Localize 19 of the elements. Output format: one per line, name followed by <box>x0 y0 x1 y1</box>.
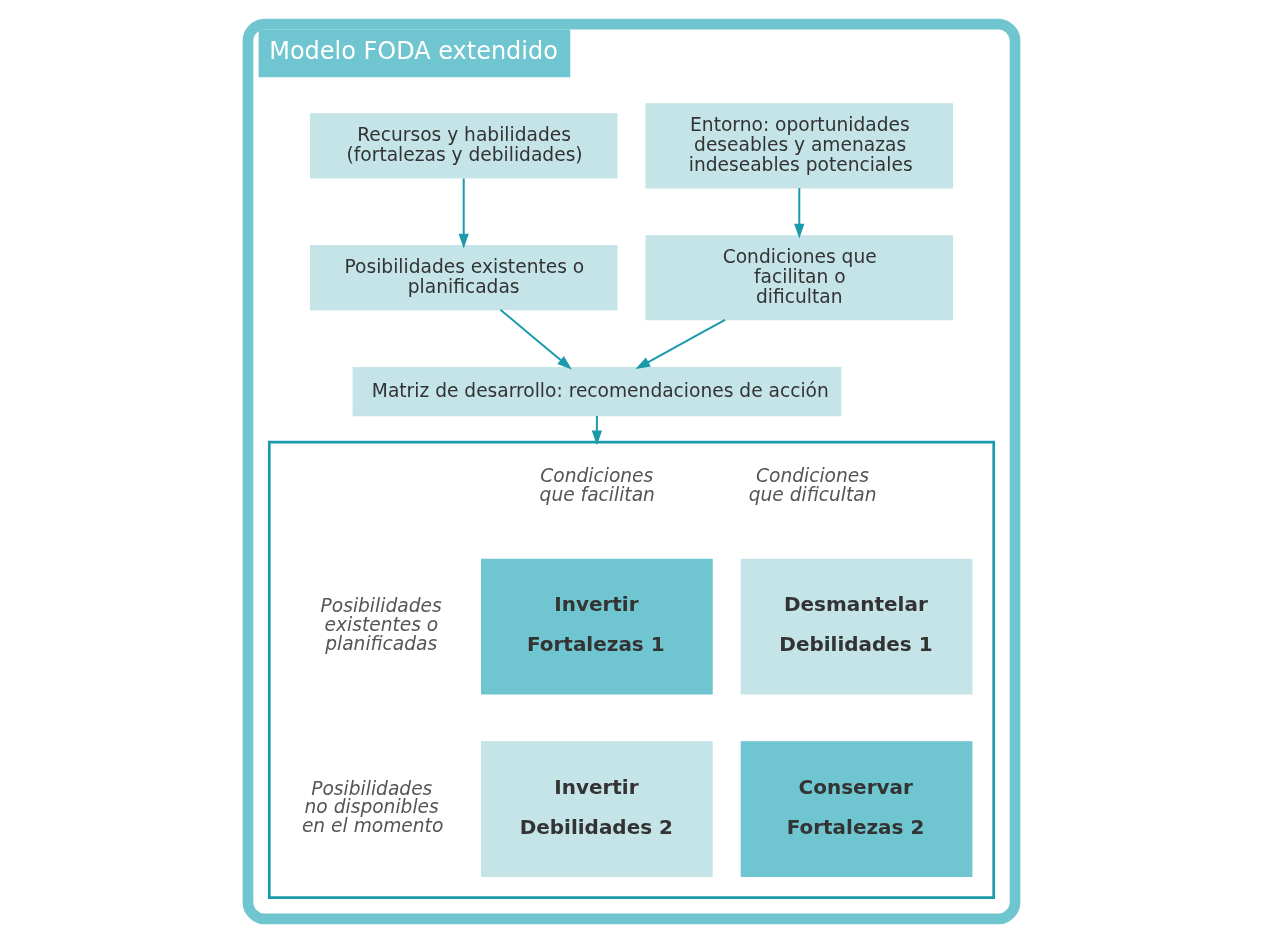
arrow <box>591 414 602 446</box>
node-box: Invertir Fortalezas 1 <box>480 558 713 695</box>
node-box: Posibilidades existentes o planificadas <box>309 245 617 311</box>
node-box: Condiciones que facilitan o dificultan <box>645 235 953 321</box>
node-box: Invertir Debilidades 2 <box>480 741 713 877</box>
arrow <box>793 187 804 239</box>
arrow <box>635 318 726 370</box>
node-box: Entorno: oportunidades deseables y amenazas indeseables potenciales <box>645 103 953 189</box>
node-box: Desmantelar Debilidades 1 <box>740 558 972 695</box>
cluster <box>267 440 995 899</box>
node-box: Recursos y habilidades (fortalezas y debilidades) <box>309 113 617 179</box>
arrow <box>458 177 469 249</box>
arrow <box>498 308 572 370</box>
label: Condiciones que dificultan <box>748 465 876 506</box>
label: Condiciones que facilitan <box>539 465 655 506</box>
label: Posibilidades no disponibles en el momento <box>301 777 443 836</box>
node-box: Conservar Fortalezas 2 <box>740 741 972 877</box>
node-box: Matriz de desarrollo: recomendaciones de acción <box>352 366 841 417</box>
label: Posibilidades existentes o planificadas <box>320 595 442 654</box>
